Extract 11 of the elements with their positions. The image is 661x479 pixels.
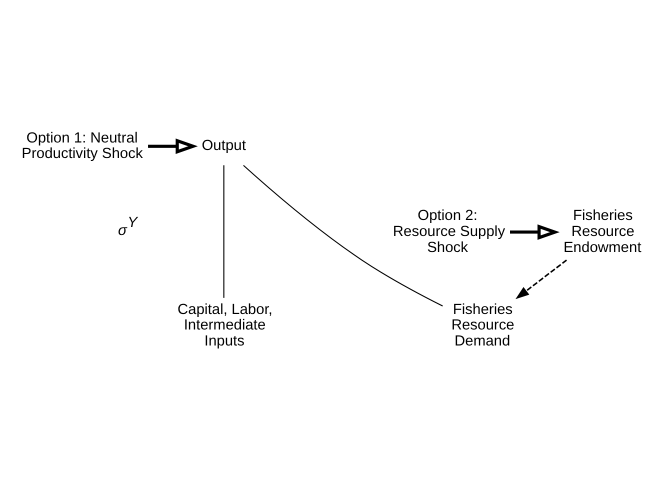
node-text: Fisheries Resource Endowment — [562, 208, 641, 256]
arrow — [515, 259, 567, 299]
arrow — [510, 224, 560, 240]
arrow — [148, 138, 198, 154]
node-text: Output — [201, 138, 246, 154]
node-text: Option 1: Neutral Productivity Shock — [21, 130, 142, 162]
node-text: Option 2: Resource Supply Shock — [392, 208, 505, 256]
node-text: Fisheries Resource Demand — [450, 301, 514, 350]
connector — [222, 164, 224, 298]
node-text: Capital, Labor, Intermediate Inputs — [177, 301, 272, 350]
connector — [242, 164, 442, 306]
